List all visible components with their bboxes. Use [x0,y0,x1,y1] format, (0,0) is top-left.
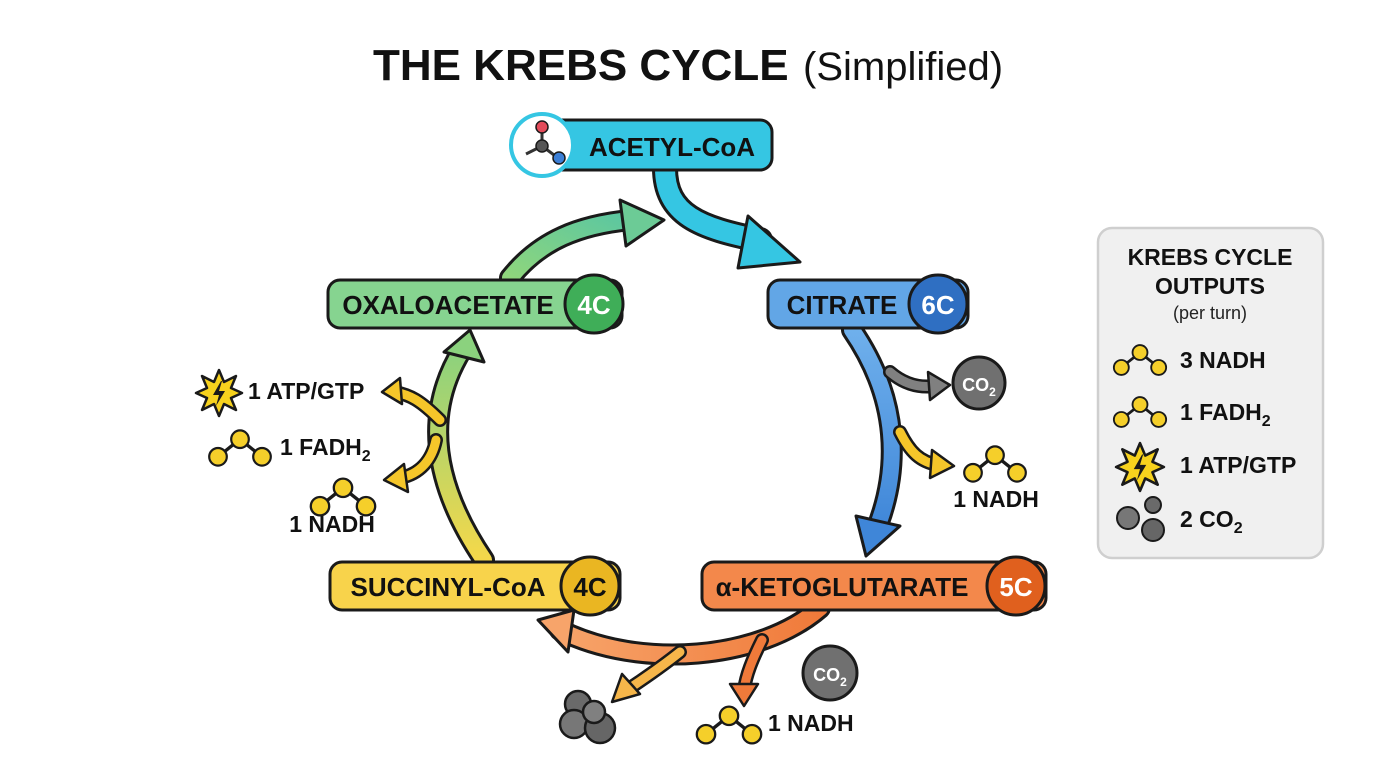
citrate-co2-text: CO2 [962,375,996,399]
left-fadh-product: 1 FADH2 [207,428,371,468]
acetyl-coa-node: ACETYL-CoA [509,112,774,178]
succinyl-coa-carbon-badge [559,555,621,617]
co2-icon [951,355,1007,411]
nadh-molecule-icon [309,476,377,518]
left-nadh-product: 1 NADH [289,476,377,537]
acetyl-molecule-icon [525,120,566,165]
citrate-to-akg-arrowhead [854,514,902,558]
alpha-ketoglutarate-carbon-badge [985,555,1047,617]
citrate-label: CITRATE [787,290,898,320]
oxaloacetate-to-citrate-arrow [502,212,638,286]
akg-nadh-branch-arrowhead [728,682,760,708]
legend-item-nadh: 3 NADH [1112,343,1266,377]
oxaloacetate-carbon-badge [563,273,625,335]
nadh-molecule-icon [962,444,1028,484]
legend-item-text: 1 ATP/GTP [1180,452,1296,478]
legend-item-text: 2 CO2 [1180,506,1243,537]
left-atp-branch-arrowhead [380,376,404,406]
legend-item-text: 1 FADH2 [1180,399,1271,430]
citrate-to-akg-arrow [844,322,900,538]
citrate-nadh-branch-arrowhead [928,448,956,480]
succinyl-coa-label: SUCCINYL-CoA [351,572,546,602]
left-nadh-branch-arrowhead [382,462,410,494]
akg-to-succinyl-arrowhead [536,608,576,654]
oxaloacetate-to-citrate-arrowhead [618,198,666,248]
title-rest: (Simplified) [803,45,1003,89]
succinyl-to-oxaloacetate-arrowhead [442,328,486,364]
legend-subtitle: (per turn) [1173,303,1247,323]
succinyl-coa-node: SUCCINYL-CoA 4C [328,555,622,617]
page-title: THE KREBS CYCLE (Simplified) [373,41,1003,90]
acetyl-entry-arrowhead [736,214,802,270]
legend-item-co2: 2 CO2 [1116,496,1243,542]
alpha-ketoglutarate-node: α-KETOGLUTARATE 5C [700,555,1048,617]
acetyl-entry-arrow [655,158,770,250]
citrate-co2-branch-arrowhead [926,370,952,402]
left-fadh-label: 1 FADH2 [280,434,371,465]
succinyl-coa-carbon-count: 4C [573,572,606,602]
citrate-nadh-label: 1 NADH [953,486,1039,512]
acetyl-coa-label: ACETYL-CoA [589,132,755,162]
alpha-ketoglutarate-label: α-KETOGLUTARATE [716,572,969,602]
legend-item-text: 3 NADH [1180,347,1266,373]
akg-co2-branch-arrowhead [610,672,642,704]
legend-item-atp: 1 ATP/GTP [1114,441,1296,493]
atp-starburst-icon [194,368,244,418]
citrate-carbon-badge [907,273,969,335]
legend-title-line1: KREBS CYCLE [1128,244,1293,270]
oxaloacetate-carbon-count: 4C [577,290,610,320]
outputs-legend: KREBS CYCLE OUTPUTS (per turn) 3 NADH 1 … [1096,226,1325,560]
legend-title-line2: OUTPUTS [1155,273,1265,299]
citrate-nadh-product: 1 NADH [953,444,1039,512]
akg-co2-product: CO2 [558,644,859,745]
akg-nadh-product: 1 NADH [695,704,854,746]
title-bold: THE KREBS CYCLE [373,41,789,90]
left-atp-label: 1 ATP/GTP [248,378,364,404]
atp-starburst-icon [1114,441,1166,493]
oxaloacetate-node: OXALOACETATE 4C [326,273,625,335]
left-nadh-label: 1 NADH [289,511,375,537]
legend-item-fadh: 1 FADH2 [1112,395,1271,430]
akg-to-succinyl-arrow [552,600,828,663]
oxaloacetate-label: OXALOACETATE [342,290,553,320]
citrate-co2-product: CO2 [951,355,1007,411]
co2-spheres-icon [1116,496,1165,542]
nadh-molecule-icon [695,704,763,746]
fadh-molecule-icon [207,428,273,468]
akg-nadh-label: 1 NADH [768,710,854,736]
citrate-node: CITRATE 6C [766,273,970,335]
akg-co2-text: CO2 [813,665,847,689]
alpha-ketoglutarate-carbon-count: 5C [999,572,1032,602]
citrate-carbon-count: 6C [921,290,954,320]
co2-cluster-icon [558,689,617,745]
co2-icon [801,644,859,702]
left-atp-product: 1 ATP/GTP [194,368,364,418]
